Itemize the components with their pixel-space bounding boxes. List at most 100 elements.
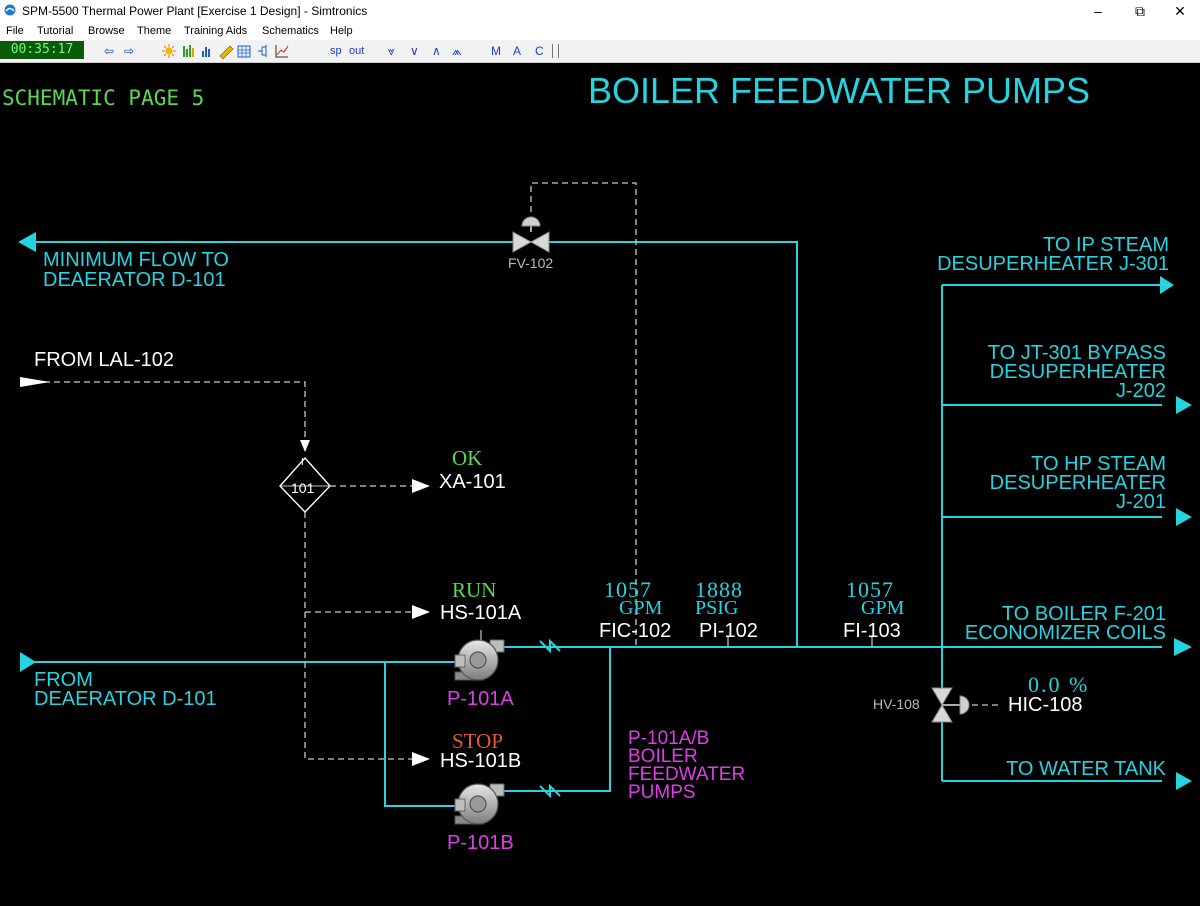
menu-training-aids[interactable]: Training Aids [184, 25, 248, 37]
to-jt-bypass-label-line1: TO JT-301 BYPASS [987, 342, 1166, 364]
pump-p101a-icon[interactable] [454, 639, 505, 681]
schematic-page-label: SCHEMATIC PAGE 5 [2, 86, 205, 110]
fv102-tag: FV-102 [508, 255, 554, 271]
maximize-button[interactable]: ⧉ [1135, 3, 1145, 19]
hs101b-arrow-icon [412, 752, 430, 766]
from-deaerator-label-line2: DEAERATOR D-101 [34, 688, 217, 710]
hs101b-switch[interactable]: HS-101B [440, 750, 522, 772]
hs101a-switch[interactable]: HS-101A [440, 602, 522, 624]
from-lal-label: FROM LAL-102 [34, 349, 175, 371]
menu-bar: File Tutorial Browse Theme Training Aids… [0, 22, 1200, 40]
close-button[interactable]: ✕ [1174, 3, 1186, 19]
next-page-button[interactable]: ⇨ [124, 44, 135, 58]
check-valve-a-icon [539, 638, 561, 654]
toolbar-separator [552, 44, 553, 58]
sun-icon[interactable] [162, 44, 176, 58]
fv102-valve-icon[interactable] [512, 216, 550, 253]
menu-tutorial[interactable]: Tutorial [37, 25, 74, 37]
to-boiler-label-line2: ECONOMIZER COILS [964, 622, 1166, 644]
fi103-value: 1057 [846, 577, 894, 602]
fast-increase-button[interactable]: ⩕ [452, 44, 462, 58]
interlock-number: 101 [291, 480, 315, 496]
to-hp-steam-label-line2: DESUPERHEATER [989, 472, 1166, 494]
menu-help[interactable]: Help [330, 25, 353, 37]
to-jt-bypass-label-line2: DESUPERHEATER [989, 361, 1166, 383]
to-hp-steam-label-line3: J-201 [1115, 491, 1166, 513]
auto-mode-button[interactable]: A [513, 44, 522, 58]
bar-chart-icon[interactable] [202, 47, 210, 57]
previous-page-button[interactable]: ⇦ [104, 44, 115, 58]
manual-mode-button[interactable]: M [491, 44, 501, 58]
minimize-button[interactable]: – [1094, 3, 1102, 19]
min-flow-label: MINIMUM FLOW TO DEAERATOR D-101 [43, 250, 229, 290]
interlock-i101-icon[interactable] [279, 456, 331, 514]
to-water-tank-label: TO WATER TANK [1005, 758, 1166, 780]
to-boiler-label: TO BOILER F-201 ECONOMIZER COILS [964, 603, 1166, 644]
from-deaerator-label-line1: FROM [34, 669, 93, 691]
schematic-canvas: SCHEMATIC PAGE 5 BOILER FEEDWATER PUMPS … [0, 62, 1200, 906]
to-ip-steam-label: TO IP STEAM DESUPERHEATER J-301 [937, 234, 1169, 275]
xa101-arrow-icon [412, 479, 430, 493]
hv108-valve-icon[interactable] [931, 687, 970, 723]
hic108-tag[interactable]: HIC-108 [1008, 694, 1083, 716]
menu-file[interactable]: File [6, 25, 24, 37]
line-chart-icon[interactable] [275, 45, 289, 58]
pump-group-label: P-101A/B BOILER FEEDWATER PUMPS [628, 729, 746, 802]
decrease-button[interactable]: ∨ [410, 44, 419, 58]
jt-bypass-arrow-icon [1176, 396, 1192, 414]
toolbar-separator [558, 44, 559, 58]
grid-icon[interactable] [237, 45, 251, 58]
hs101a-status: RUN [452, 578, 497, 602]
fv102-signal-line [530, 182, 637, 647]
fi103-tag[interactable]: FI-103 [843, 620, 901, 642]
interlock-input-arrow-icon [300, 440, 310, 452]
discharge-b-line [503, 647, 611, 792]
loop-diagram-icon[interactable] [258, 45, 267, 57]
fic102-tag[interactable]: FIC-102 [599, 620, 672, 642]
check-valve-b-icon [539, 783, 561, 799]
lal-arrow-icon [20, 377, 50, 387]
ip-steam-arrow-icon [1160, 276, 1174, 294]
to-jt-bypass-label-line3: J-202 [1115, 380, 1166, 402]
inlet-arrow-icon [20, 652, 36, 672]
suction-branch-b-line [384, 662, 455, 807]
to-ip-steam-label-line2: DESUPERHEATER J-301 [937, 253, 1169, 275]
fast-decrease-button[interactable]: ⩔ [388, 44, 395, 58]
setpoint-button[interactable]: sp [330, 45, 342, 57]
pencil-icon[interactable] [219, 45, 234, 59]
fic102-unit: GPM [619, 597, 663, 619]
title-bar: SPM-5500 Thermal Power Plant [Exercise 1… [0, 0, 1200, 22]
menu-schematics[interactable]: Schematics [262, 25, 319, 37]
cascade-mode-button[interactable]: C [535, 44, 544, 58]
pump-p101b-icon[interactable] [454, 783, 505, 825]
xa101-tag[interactable]: XA-101 [439, 471, 506, 493]
min-flow-label-line2: DEAERATOR D-101 [43, 269, 226, 291]
menu-browse[interactable]: Browse [88, 25, 125, 37]
fi103-unit: GPM [861, 597, 905, 619]
toolbar-tool-icons [162, 44, 289, 59]
menu-theme[interactable]: Theme [137, 25, 172, 37]
pump-group-label-line2: BOILER [628, 746, 698, 767]
interlock-hs-signal-line [304, 512, 412, 760]
pi102-tag[interactable]: PI-102 [699, 620, 758, 642]
toolbar: 00:35:17 ⇦ ⇨ sp out ⩔ ∨ ∧ ⩕ M A C [0, 40, 1200, 63]
window-title: SPM-5500 Thermal Power Plant [Exercise 1… [22, 4, 368, 18]
trend-bars-icon[interactable] [183, 45, 194, 57]
min-flow-line [34, 241, 798, 647]
pi102-value: 1888 [695, 577, 743, 602]
to-jt-bypass-label: TO JT-301 BYPASS DESUPERHEATER J-202 [987, 342, 1166, 402]
hp-steam-arrow-icon [1176, 508, 1192, 526]
hv108-tag: HV-108 [873, 696, 920, 712]
boiler-arrow-icon [1174, 638, 1192, 656]
pump-group-label-line3: FEEDWATER [628, 764, 746, 785]
pump-p101b-tag: P-101B [447, 832, 514, 854]
hs101a-arrow-icon [412, 605, 430, 619]
min-flow-label-line1: MINIMUM FLOW TO [43, 249, 229, 271]
process-lines [18, 182, 1192, 825]
to-boiler-label-line1: TO BOILER F-201 [1001, 603, 1166, 625]
to-ip-steam-label-line1: TO IP STEAM [1043, 234, 1169, 256]
hic108-value: 0.0 % [1028, 672, 1090, 697]
interlock-tag: I [301, 457, 304, 468]
increase-button[interactable]: ∧ [432, 44, 441, 58]
output-button[interactable]: out [349, 45, 365, 57]
